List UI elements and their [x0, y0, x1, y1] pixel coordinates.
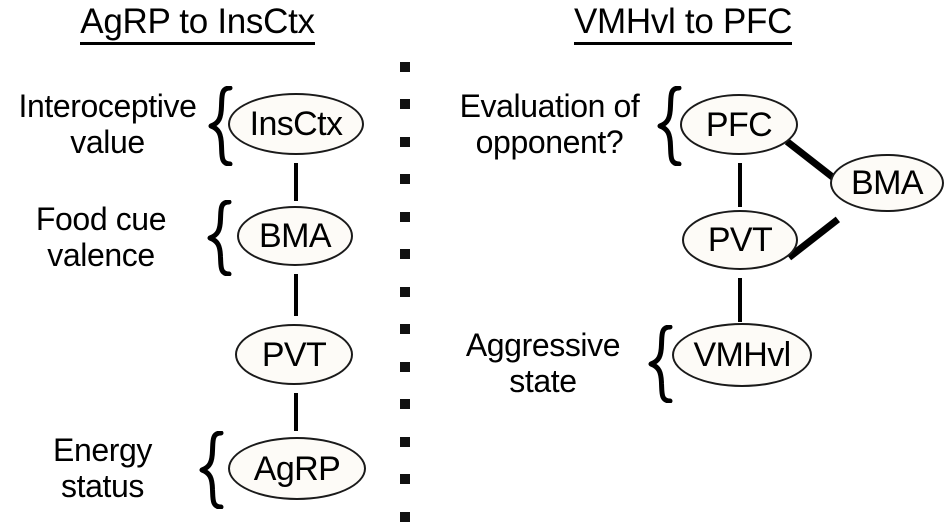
divider-dot — [400, 249, 410, 259]
edge-bma-pvt — [294, 274, 298, 316]
divider-dot — [400, 99, 410, 109]
node-bma-left-ellipse — [237, 206, 353, 266]
edge-insctx-bma — [294, 163, 298, 201]
node-pvt-left-label: PVT — [261, 335, 327, 374]
edge-pfc-pvt — [738, 163, 742, 207]
brace-food-cue-valence — [207, 200, 233, 276]
divider-dot — [400, 174, 410, 184]
divider-dot — [400, 287, 410, 297]
node-pvt-left-ellipse — [235, 324, 353, 385]
divider-dot — [400, 512, 410, 522]
node-bma-left-label: BMA — [259, 217, 331, 255]
panel-title-right-text: VMHvl to PFC — [573, 3, 792, 45]
node-pvt-left[interactable]: PVT — [235, 324, 353, 385]
node-pvt-right-ellipse — [682, 210, 798, 270]
label-aggressive-state: Aggressive state — [465, 327, 621, 399]
panel-divider — [400, 62, 410, 522]
brace-energy-status — [199, 431, 225, 509]
node-vmhvl[interactable]: VMHvl — [672, 323, 812, 387]
node-bma-right-label: BMA — [851, 164, 923, 202]
node-pfc-label: PFC — [705, 105, 773, 144]
label-food-cue-valence: Food cue valence — [35, 201, 167, 273]
node-pvt-right-label: PVT — [707, 221, 773, 259]
brace-evaluation-of-opponent — [657, 86, 683, 166]
label-interoceptive-value: Interoceptive value — [18, 88, 197, 160]
node-bma-right[interactable]: BMA — [830, 154, 944, 212]
node-insctx[interactable]: InsCtx — [228, 93, 364, 155]
edge-pvt-vmhvl — [738, 278, 742, 322]
node-pfc[interactable]: PFC — [680, 94, 798, 155]
node-agrp-ellipse — [228, 437, 366, 500]
node-agrp[interactable]: AgRP — [228, 437, 366, 500]
divider-dot — [400, 212, 410, 222]
panel-title-left-text: AgRP to InsCtx — [80, 3, 315, 45]
node-vmhvl-label: VMHvl — [693, 336, 791, 374]
divider-dot — [400, 137, 410, 147]
divider-dot — [400, 399, 410, 409]
node-bma-left[interactable]: BMA — [237, 206, 353, 266]
panel-title-right: VMHvl to PFC — [420, 3, 946, 45]
node-insctx-label: InsCtx — [249, 105, 343, 143]
panel-title-left: AgRP to InsCtx — [0, 3, 395, 45]
brace-aggressive-state — [648, 325, 674, 403]
node-bma-right-ellipse — [830, 154, 944, 212]
label-energy-status: Energy status — [53, 432, 152, 504]
node-pfc-ellipse — [680, 94, 798, 155]
node-pvt-right[interactable]: PVT — [682, 210, 798, 270]
label-evaluation-of-opponent: Evaluation of opponent? — [459, 88, 640, 160]
divider-dot — [400, 362, 410, 372]
divider-dot — [400, 324, 410, 334]
divider-dot — [400, 474, 410, 484]
node-vmhvl-ellipse — [672, 323, 812, 387]
edge-pvt-agrp — [294, 393, 298, 431]
brace-interoceptive-value — [208, 86, 234, 166]
divider-dot — [400, 62, 410, 72]
divider-dot — [400, 437, 410, 447]
node-agrp-label: AgRP — [253, 449, 341, 488]
node-insctx-ellipse — [228, 93, 364, 155]
